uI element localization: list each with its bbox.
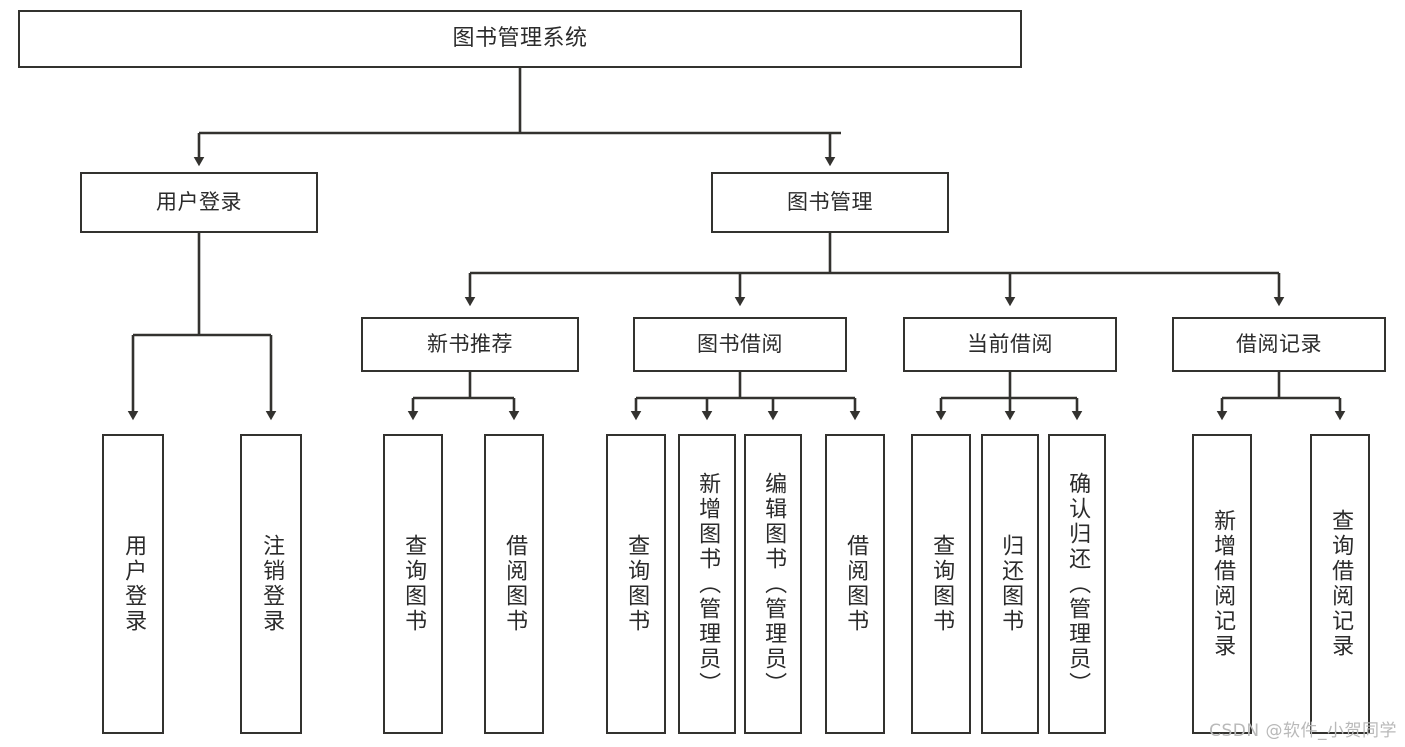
node-leaf-confirm-return-admin[interactable]: 确认归还（管理员） (1048, 434, 1106, 734)
watermark: CSDN @软件_小贺同学 (1209, 721, 1397, 741)
node-leaf-query-borrow-record[interactable]: 查询借阅记录 (1310, 434, 1370, 734)
node-label: 查询图书 (929, 534, 955, 634)
node-leaf-return-books[interactable]: 归还图书 (981, 434, 1039, 734)
node-label: 新增图书（管理员） (695, 471, 721, 697)
node-label: 新书推荐 (427, 331, 513, 356)
node-leaf-add-book-admin[interactable]: 新增图书（管理员） (678, 434, 736, 734)
node-label: 归还图书 (998, 534, 1024, 634)
node-label: 当前借阅 (967, 331, 1053, 356)
node-book-management[interactable]: 图书管理 (711, 172, 949, 233)
node-label: 新增借阅记录 (1210, 509, 1236, 659)
node-label: 借阅记录 (1236, 331, 1322, 356)
node-leaf-borrow-books[interactable]: 借阅图书 (825, 434, 885, 734)
node-root-book-management-system[interactable]: 图书管理系统 (18, 10, 1022, 68)
node-current-borrowing[interactable]: 当前借阅 (903, 317, 1117, 372)
node-leaf-query-books-current[interactable]: 查询图书 (911, 434, 971, 734)
node-borrowing-records[interactable]: 借阅记录 (1172, 317, 1386, 372)
node-leaf-edit-book-admin[interactable]: 编辑图书（管理员） (744, 434, 802, 734)
node-label: 图书借阅 (697, 331, 783, 356)
node-user-login[interactable]: 用户登录 (80, 172, 318, 233)
node-new-book-recommendation[interactable]: 新书推荐 (361, 317, 579, 372)
node-label: 编辑图书（管理员） (761, 471, 787, 697)
node-leaf-borrow-books-recommend[interactable]: 借阅图书 (484, 434, 544, 734)
node-label: 查询借阅记录 (1328, 509, 1354, 659)
node-label: 用户登录 (121, 534, 147, 634)
node-label: 查询图书 (401, 534, 427, 634)
node-leaf-user-login[interactable]: 用户登录 (102, 434, 164, 734)
node-label: 图书管理系统 (452, 25, 588, 51)
node-label: 借阅图书 (843, 534, 869, 634)
node-label: 确认归还（管理员） (1065, 471, 1091, 697)
node-label: 借阅图书 (502, 534, 528, 634)
node-label: 查询图书 (624, 534, 650, 634)
node-leaf-query-books-borrow[interactable]: 查询图书 (606, 434, 666, 734)
node-label: 注销登录 (259, 534, 285, 634)
node-leaf-add-borrow-record[interactable]: 新增借阅记录 (1192, 434, 1252, 734)
node-leaf-query-books-recommend[interactable]: 查询图书 (383, 434, 443, 734)
node-label: 用户登录 (156, 189, 242, 214)
node-leaf-logout[interactable]: 注销登录 (240, 434, 302, 734)
node-book-borrowing[interactable]: 图书借阅 (633, 317, 847, 372)
node-label: 图书管理 (787, 189, 873, 214)
